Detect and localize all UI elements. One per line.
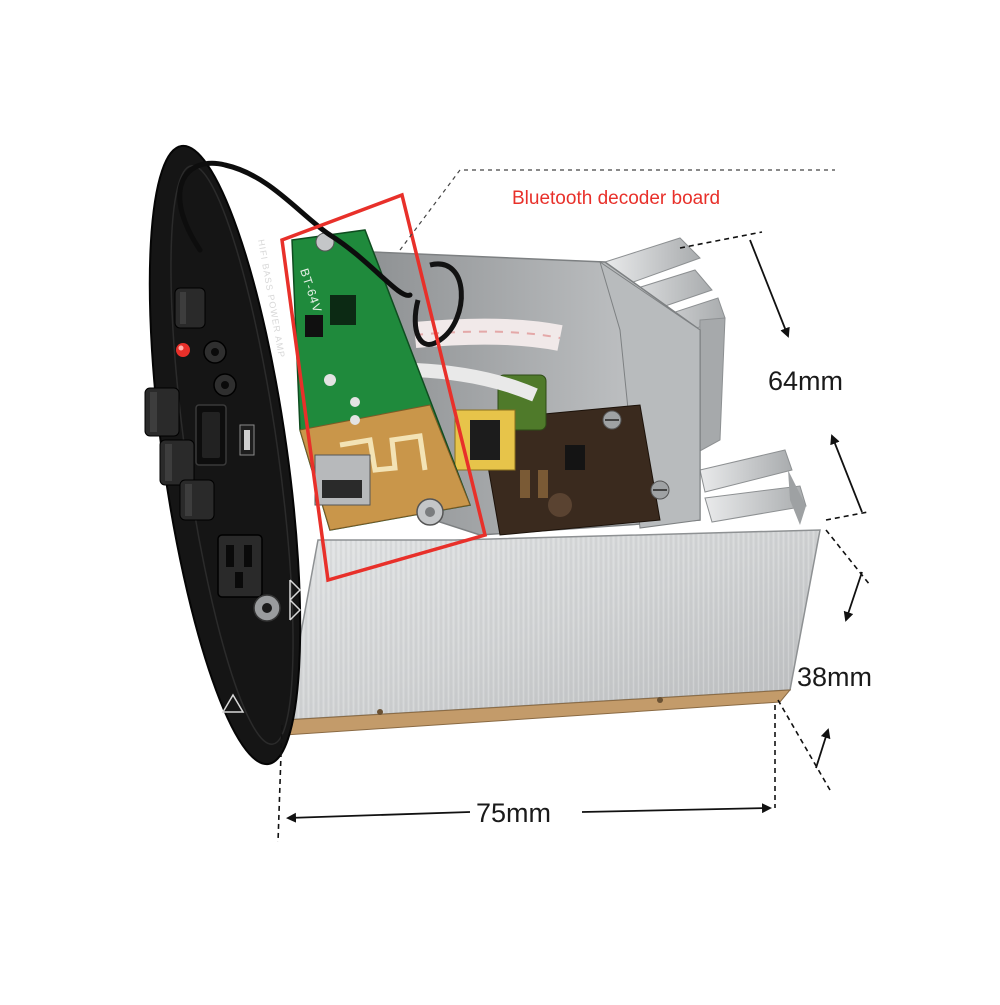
width-dimension: 75mm <box>277 705 776 843</box>
audio-jack[interactable] <box>253 594 281 622</box>
heatsink-front-face <box>284 529 821 736</box>
bluetooth-board-highlight-box <box>280 192 488 583</box>
callout-leader-line <box>399 169 835 251</box>
power-switch[interactable] <box>195 404 227 466</box>
depth-dimension-label: 38mm <box>797 662 872 692</box>
width-dimension-label: 75mm <box>476 798 551 828</box>
gain-knob[interactable] <box>179 479 215 521</box>
depth-dimension: 38mm <box>777 529 872 791</box>
power-connector-socket[interactable] <box>217 534 263 598</box>
antenna-wire <box>177 160 413 298</box>
height-dimension: 64mm <box>679 231 869 521</box>
interior-wire-loop <box>412 261 464 347</box>
bass-knob[interactable] <box>144 387 180 437</box>
bluetooth-decoder-pcb: BT-64V <box>291 229 472 531</box>
power-led-icon <box>176 343 190 357</box>
usb-port-icon[interactable] <box>239 424 255 456</box>
warning-triangle-icon <box>221 693 245 713</box>
height-dimension-label: 64mm <box>768 366 843 396</box>
callout-label: Bluetooth decoder board <box>512 188 720 209</box>
treble-knob[interactable] <box>159 439 195 486</box>
rca-input-jacks[interactable] <box>203 340 237 397</box>
volume-knob[interactable] <box>174 287 206 329</box>
bluetooth-logo-icon <box>289 579 302 621</box>
control-panel-plate: HIFI BASS POWER AMP <box>144 144 302 766</box>
